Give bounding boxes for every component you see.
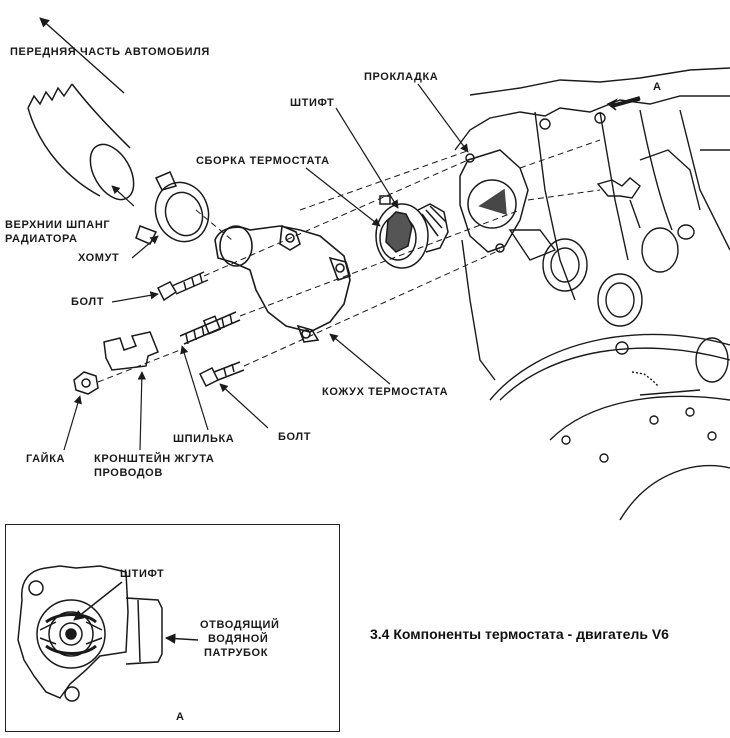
label-pin: ШТИФТ	[290, 97, 335, 109]
inset-frame	[5, 524, 340, 732]
inset-view-a-drawing	[17, 565, 199, 702]
label-harness-bracket-2: ПРОВОДОВ	[94, 467, 163, 479]
label-clamp: ХОМУТ	[78, 252, 120, 264]
inset-label-outlet-2: ВОДЯНОЙ	[208, 633, 269, 645]
label-stud: ШПИЛЬКА	[173, 433, 235, 445]
label-upper-hose-2: РАДИАТОРА	[5, 233, 78, 245]
inset-label-view-a: A	[176, 711, 185, 723]
inset-label-pin: ШТИФТ	[120, 568, 165, 580]
gasket-drawing	[459, 149, 529, 253]
leader-lines	[63, 83, 469, 451]
label-front-of-car: ПЕРЕДНЯЯ ЧАСТЬ АВТОМОБИЛЯ	[10, 46, 210, 58]
label-upper-hose-1: ВЕРХНИИ ШПАНГ	[5, 219, 111, 231]
thermostat-housing-drawing	[214, 224, 351, 343]
label-thermostat-assembly: СБОРКА ТЕРМОСТАТА	[196, 155, 330, 167]
assembly-centerlines	[97, 139, 601, 383]
label-bolt-upper: БОЛТ	[71, 296, 105, 308]
label-view-a-arrow: A	[653, 81, 662, 93]
fasteners-drawing	[73, 271, 245, 395]
label-thermostat-housing: КОЖУХ ТЕРМОСТАТА	[322, 386, 449, 398]
label-bolt-lower: БОЛТ	[278, 431, 312, 443]
radiator-hose-drawing	[27, 83, 135, 201]
label-nut: ГАЙКА	[26, 453, 66, 465]
thermostat-drawing	[375, 195, 449, 269]
front-direction-arrow	[39, 17, 125, 94]
inset-label-outlet-3: ПАТРУБОК	[204, 647, 269, 659]
engine-block	[454, 67, 730, 521]
label-harness-bracket-1: КРОНШТЕЙН ЖГУТА	[94, 453, 215, 465]
label-gasket: ПРОКЛАДКА	[364, 71, 439, 83]
figure-caption: 3.4 Компоненты термостата - двигатель V6	[370, 626, 669, 642]
inset-label-outlet-1: ОТВОДЯЩИЙ	[200, 619, 280, 631]
hose-clamp-drawing	[135, 171, 210, 245]
